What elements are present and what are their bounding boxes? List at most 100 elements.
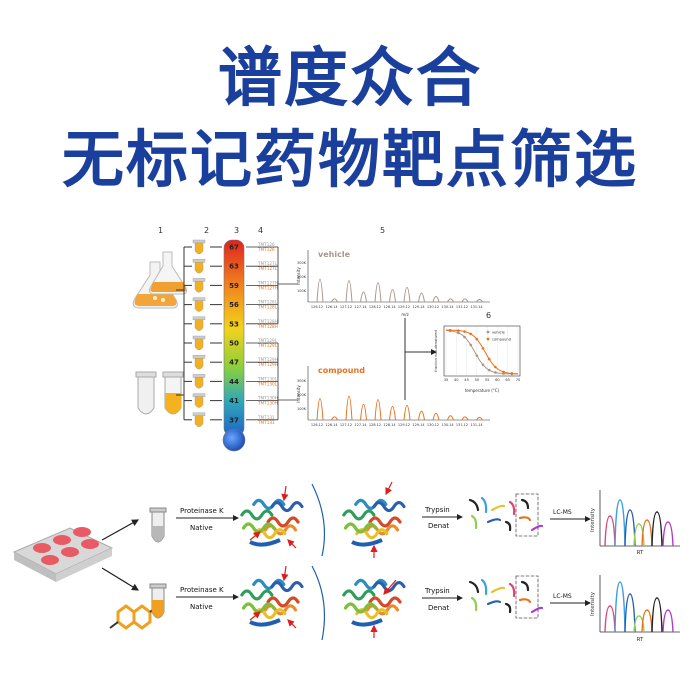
vehicle-label: vehicle	[318, 250, 351, 259]
aliquot-tube	[192, 412, 206, 427]
peptide-fragments	[468, 493, 544, 619]
temperature-53: 53	[229, 320, 239, 328]
melt-xtick: 35	[444, 378, 449, 382]
aliquot-tube	[192, 259, 206, 274]
aliquot-tube	[192, 278, 206, 293]
peptide	[504, 520, 512, 532]
step-number-4: 4	[258, 226, 263, 235]
melt-point-vehicle	[475, 354, 479, 357]
step-number-6: 6	[486, 311, 491, 320]
chrom-peak	[614, 499, 626, 547]
ms-xtick: 127.14	[354, 423, 367, 427]
melt-xtick: 70	[516, 378, 521, 382]
merge-arrow	[404, 318, 437, 400]
temperature-37: 37	[229, 416, 239, 424]
melt-xlabel: temperature (°C)	[465, 388, 500, 393]
chrom-peak	[624, 593, 636, 633]
melt-point-compound	[510, 372, 514, 375]
temperature-50: 50	[229, 340, 239, 348]
peptide	[518, 598, 532, 604]
ms-xtick: 129.12	[398, 423, 410, 427]
distribution-lines	[176, 246, 222, 421]
flask-icon	[132, 251, 187, 309]
melt-xtick: 50	[475, 378, 480, 382]
chrom-peak	[641, 609, 653, 633]
ms-peak	[476, 417, 483, 421]
highlight-box	[515, 493, 539, 537]
ms-xtick: 126.12	[311, 305, 323, 309]
tmt-label: TMT131	[257, 420, 275, 425]
protein-ribbon	[240, 565, 304, 629]
melt-point-vehicle	[481, 363, 485, 367]
aliquot-tube	[192, 335, 206, 351]
ms-xtick: 130.14	[441, 305, 454, 309]
ms-xtick: 129.14	[412, 305, 425, 309]
tmt-label: TMT126	[257, 247, 275, 252]
peptide	[520, 498, 530, 510]
lcms-label-bottom: LC-MS	[553, 593, 572, 600]
ms-peak	[476, 299, 483, 303]
denat-label-top: Denat	[428, 522, 449, 530]
tmt-label: TMT127L	[257, 261, 278, 266]
ms-xtick: 128.12	[369, 305, 381, 309]
tmt-label: TMT128H	[257, 319, 278, 324]
melt-point-compound	[487, 357, 491, 361]
ms-xtick: 128.14	[383, 305, 396, 309]
chrom-peak	[614, 581, 626, 633]
native-label-bottom: Native	[190, 603, 213, 611]
ms-xtick: 130.14	[441, 423, 454, 427]
tmt-labels: TMT126TMT126TMT127LTMT127LTMT127HTMT127H…	[257, 242, 278, 425]
ms-xtick: 130.12	[427, 423, 439, 427]
melt-xtick: 55	[485, 378, 490, 382]
chrom-peak	[651, 511, 663, 547]
ms-xtick: 131.12	[456, 305, 468, 309]
ms-xtick: 131.12	[456, 423, 468, 427]
ms-peak	[418, 410, 425, 421]
chrom-bottom-xlabel: RT	[637, 637, 644, 643]
sample-tubes-icon	[135, 371, 184, 415]
ms-xtick: 126.14	[325, 423, 338, 427]
cleavage-arrow	[383, 579, 397, 595]
temperature-67: 67	[229, 244, 239, 252]
ms-xtick: 128.12	[369, 423, 381, 427]
tube-native-icon	[149, 507, 167, 543]
cleavage-arrow	[281, 565, 289, 582]
tmt-label: TMT128H	[257, 324, 278, 329]
legend-vehicle: vehicle	[492, 331, 506, 335]
temperature-56: 56	[229, 301, 239, 309]
ms-ytick: 100K	[297, 289, 307, 293]
ms-compound-ylabel: Intensity	[296, 385, 301, 403]
peptide	[486, 600, 502, 606]
tmt-label: TMT131	[257, 415, 275, 420]
melt-point-compound	[502, 370, 505, 374]
step-number-3: 3	[234, 226, 239, 235]
melt-point-vehicle	[469, 343, 472, 347]
peptide	[470, 514, 478, 530]
temperature-63: 63	[229, 263, 239, 271]
tmt-label: TMT128L	[257, 305, 278, 310]
melt-point-vehicle	[487, 368, 491, 372]
cleavage-arrow	[281, 485, 289, 502]
tmt-label: TMT130H	[257, 401, 278, 406]
ms-peak	[418, 292, 425, 303]
chrom-peak	[604, 605, 616, 633]
ms-xtick: 126.12	[311, 423, 323, 427]
ms-peak	[360, 291, 367, 303]
ms-xtick: 131.14	[470, 305, 483, 309]
tmt-label: TMT129L	[257, 338, 278, 343]
tmt-label: TMT127H	[257, 280, 278, 285]
ms-xtick: 129.14	[412, 423, 425, 427]
lcms-label-top: LC-MS	[553, 509, 572, 516]
ms-xtick: 129.12	[398, 305, 410, 309]
peptide	[480, 578, 488, 596]
ms-xtick: 131.14	[470, 423, 483, 427]
ms-ytick: 200K	[297, 275, 307, 279]
aliquot-tube	[192, 393, 206, 408]
cleavage-arrow	[287, 619, 297, 629]
ms-ytick: 200K	[297, 393, 307, 397]
ms-ytick: 300K	[297, 261, 307, 265]
melt-point-vehicle	[494, 371, 497, 374]
ms-peak	[432, 296, 440, 303]
peptide	[480, 496, 488, 514]
